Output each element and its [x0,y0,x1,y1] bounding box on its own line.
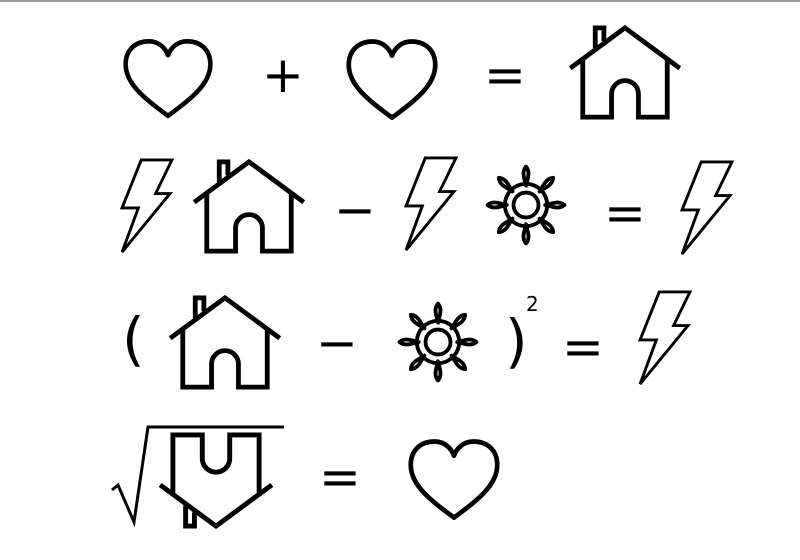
minus-operator: − [334,181,376,239]
lightning-icon [678,160,736,256]
minus-operator: − [316,314,358,372]
close-parenthesis: ) [505,307,528,375]
house-icon [190,158,308,254]
lightning-icon [636,290,694,386]
top-border [0,0,800,2]
house-icon [566,24,684,120]
radical-sign-icon [111,425,284,528]
house-icon [166,294,284,390]
flower-icon [478,157,574,253]
equals-operator: = [484,46,526,104]
lightning-icon [118,158,176,254]
house-icon [157,432,275,530]
exponent: 2 [526,292,539,316]
lightning-icon [402,156,460,252]
plus-operator: + [262,46,304,104]
equals-operator: = [319,448,361,506]
equals-operator: = [562,318,604,376]
open-parenthesis: ( [122,305,145,373]
heart-icon [345,38,439,124]
heart-icon [407,438,501,524]
flower-icon [390,294,486,390]
equals-operator: = [604,184,646,242]
heart-icon [122,38,214,122]
